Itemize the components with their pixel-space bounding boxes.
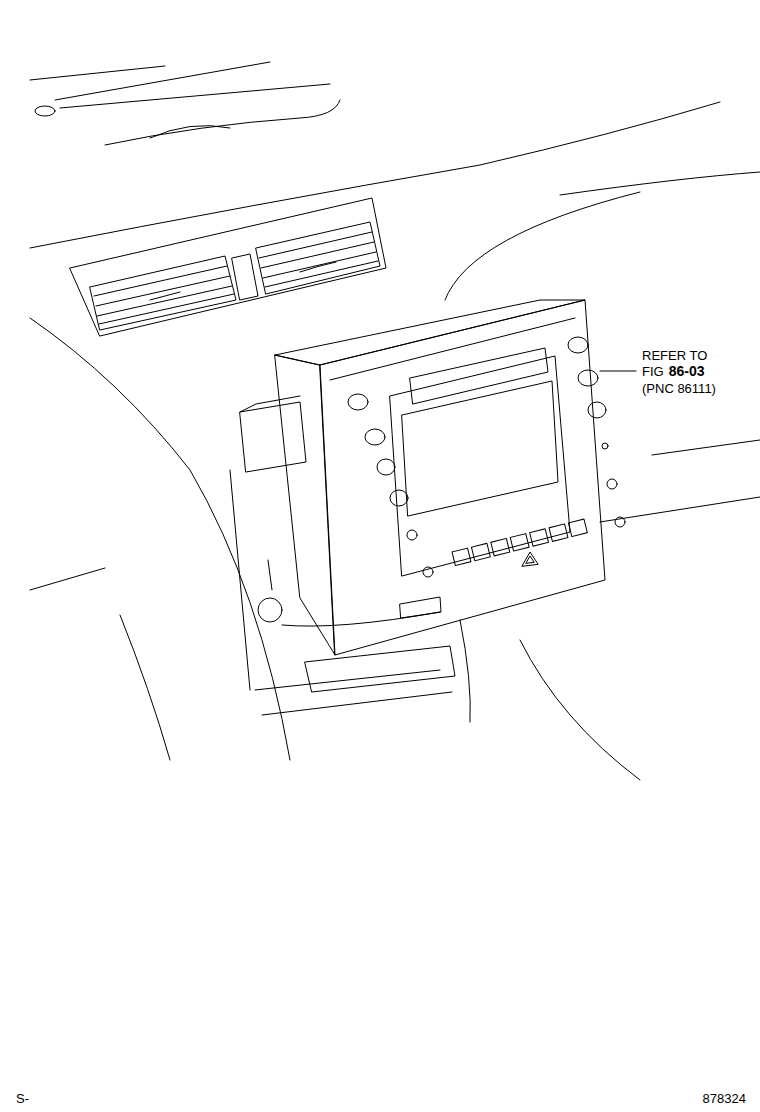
- audio-climate-unit: [275, 300, 585, 365]
- dashboard-outline: [105, 100, 340, 145]
- dashboard-outline: [445, 192, 640, 300]
- audio-climate-unit: [568, 519, 587, 536]
- audio-climate-unit: [240, 396, 300, 412]
- air-vent: [94, 266, 234, 324]
- audio-climate-unit: [320, 300, 605, 655]
- air-vent: [300, 262, 336, 272]
- illustration-number: 878324: [703, 1092, 746, 1105]
- audio-climate-unit: [526, 556, 534, 563]
- dashboard-outline: [120, 615, 170, 760]
- air-vent: [256, 222, 380, 294]
- sheet-code: S-: [16, 1092, 29, 1105]
- audio-climate-unit: [568, 337, 588, 353]
- dashboard-outline: [282, 612, 440, 626]
- audio-climate-unit: [390, 356, 570, 576]
- dashboard-outline: [150, 126, 230, 138]
- air-vent: [232, 254, 258, 300]
- audio-climate-unit: [530, 529, 549, 546]
- audio-climate-unit: [491, 538, 510, 555]
- dashboard-outline: [55, 62, 270, 100]
- part-number: (PNC 86111): [642, 382, 716, 395]
- dashboard-outline: [305, 646, 455, 692]
- dashboard-outline: [30, 66, 165, 80]
- air-vent: [90, 256, 236, 330]
- dashboard-outline: [268, 560, 272, 590]
- dashboard-outline: [460, 620, 470, 722]
- audio-climate-unit: [578, 370, 598, 386]
- audio-climate-unit: [402, 381, 558, 516]
- dashboard-outline: [60, 84, 330, 108]
- air-vent: [70, 198, 386, 336]
- callout-text: FIG: [642, 365, 664, 378]
- audio-climate-unit: [602, 443, 608, 449]
- audio-climate-unit: [423, 567, 433, 577]
- dashboard-outline: [30, 568, 105, 590]
- audio-climate-unit: [240, 402, 306, 472]
- audio-climate-unit: [377, 459, 395, 475]
- audio-climate-unit: [400, 597, 441, 618]
- air-vent: [70, 198, 386, 336]
- audio-climate-unit: [522, 552, 538, 566]
- dashboard-outline: [520, 640, 640, 780]
- figure-number: 86-03: [669, 364, 705, 378]
- audio-climate-unit: [615, 517, 625, 527]
- air-vent: [150, 292, 180, 300]
- dashboard-outline: [230, 470, 250, 690]
- audio-climate-unit: [452, 519, 587, 565]
- audio-climate-unit: [390, 490, 408, 506]
- audio-climate-unit: [549, 524, 568, 541]
- audio-climate-unit: [348, 394, 368, 410]
- dashboard-outline: [30, 62, 760, 780]
- dashboard-outline: [560, 172, 760, 195]
- audio-climate-unit: [471, 543, 490, 560]
- leader-line: [600, 371, 636, 372]
- dashboard-outline: [262, 692, 452, 715]
- audio-climate-unit: [607, 479, 617, 489]
- audio-climate-unit: [410, 348, 548, 404]
- audio-climate-unit: [407, 530, 417, 540]
- callout-text: REFER TO: [642, 349, 707, 362]
- audio-climate-unit: [510, 534, 529, 551]
- audio-climate-unit: [365, 429, 385, 445]
- dashboard-outline: [30, 318, 290, 760]
- audio-climate-unit: [452, 548, 471, 565]
- dashboard-outline: [35, 106, 55, 116]
- dashboard-outline: [255, 670, 440, 690]
- air-vent: [259, 232, 378, 287]
- audio-climate-unit: [240, 300, 625, 655]
- audio-climate-unit: [588, 402, 606, 418]
- leader-line: [600, 371, 636, 372]
- dashboard-outline: [652, 440, 760, 455]
- dashboard-outline: [30, 102, 720, 248]
- dashboard-outline: [258, 598, 282, 622]
- audio-climate-unit: [275, 355, 335, 655]
